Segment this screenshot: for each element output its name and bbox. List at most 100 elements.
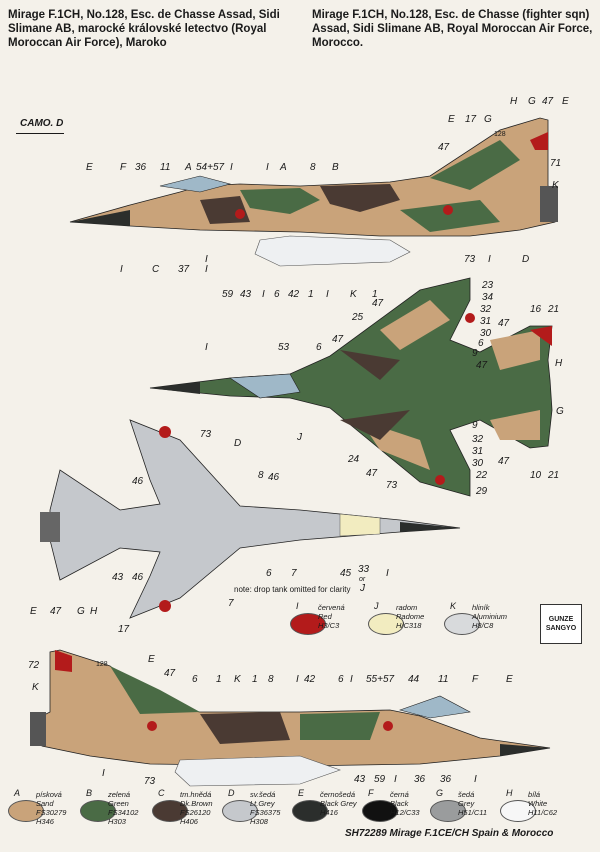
paint-letter: B <box>86 788 93 798</box>
callout: I <box>102 768 105 779</box>
paint-en: Green <box>108 799 129 808</box>
paint-code: H12/C33 <box>390 808 420 817</box>
paint-cz: černošedá <box>320 790 356 799</box>
paint-code: FS34102 <box>108 808 139 817</box>
paint-letter: I <box>296 601 299 611</box>
callout: 1 <box>308 289 314 300</box>
callout: K <box>234 674 242 685</box>
paint-cz: písková <box>36 790 62 799</box>
callout: 11 <box>438 674 448 685</box>
paint-cz: radom <box>396 603 418 612</box>
callout: J <box>296 432 303 443</box>
paint-code: H11/C62 <box>528 808 558 817</box>
callout: 55+57 <box>366 674 395 685</box>
paint-swatch <box>290 613 326 635</box>
callout: D <box>522 254 529 265</box>
callout: C <box>152 264 160 275</box>
paint-en: Black Grey <box>320 799 357 808</box>
callout: 9 <box>472 348 478 359</box>
callout: 23 <box>481 280 494 291</box>
callout: 6 <box>266 568 272 579</box>
callout: G <box>484 114 492 125</box>
callout: I <box>230 162 233 173</box>
callout: I <box>266 162 269 173</box>
callout: 31 <box>480 316 491 327</box>
callout: 47 <box>476 360 488 371</box>
brand-line-2: SANGYO <box>545 625 577 632</box>
callout: 30 <box>480 328 492 339</box>
callout: E <box>86 162 93 173</box>
callout: 46 <box>132 572 144 583</box>
paint-en: Sand <box>36 799 54 808</box>
callout: I <box>394 774 397 785</box>
callout: E <box>506 674 513 685</box>
callout: 1 <box>216 674 222 685</box>
callout: 47 <box>438 142 450 153</box>
callout: 21 <box>547 304 559 315</box>
callout: K <box>32 682 40 693</box>
callout: A <box>184 162 192 173</box>
side-view-bottom <box>30 649 551 787</box>
callout: 54+57 <box>196 162 225 173</box>
callout: 22 <box>475 470 488 481</box>
paint-letter: E <box>298 788 305 798</box>
paint-cz: šedá <box>458 790 475 799</box>
paint-cz: tm.hnědá <box>180 790 212 799</box>
callout: K <box>350 289 358 300</box>
callout: I <box>474 774 477 785</box>
callout: 42 <box>288 289 300 300</box>
callout: 128 <box>494 131 506 138</box>
callout: 10 <box>530 470 542 481</box>
callout: 36 <box>440 774 452 785</box>
paint-code2: H346 <box>36 817 54 826</box>
callout: J <box>359 583 366 594</box>
callouts-side2: E 47 G H 17 72 E 47 K 6 1 K 1 8 I 42 6 I… <box>28 606 513 787</box>
callout: 46 <box>132 476 144 487</box>
paint-code: H3/C3 <box>318 621 340 630</box>
callout: 7 <box>228 598 234 609</box>
header-left: Mirage F.1CH, No.128, Esc. de Chasse Ass… <box>8 9 280 49</box>
callout: E <box>148 654 155 665</box>
callout: 47 <box>542 96 554 107</box>
callout: I <box>296 674 299 685</box>
paint-letter: H <box>506 788 513 798</box>
header-right: Mirage F.1CH, No.128, Esc. de Chasse (fi… <box>312 9 593 49</box>
paint-en: Red <box>318 612 332 621</box>
paint-swatch <box>292 800 328 822</box>
callout: 73 <box>144 776 156 787</box>
callout: 47 <box>366 468 378 479</box>
paint-letter: J <box>374 601 379 611</box>
callouts-top: 53 6 I J 25 47 47 24 47 73 22 29 23 34 3… <box>205 280 564 497</box>
paint-letter: G <box>436 788 444 798</box>
callout: 43 <box>112 572 124 583</box>
top-view <box>149 277 553 497</box>
callout: 46 <box>268 472 280 483</box>
callout: 25 <box>351 312 364 323</box>
paint-letter: C <box>158 788 165 798</box>
paint-swatch <box>152 800 188 822</box>
callout: I <box>488 254 491 265</box>
callout: H <box>510 96 518 107</box>
callout: G <box>556 406 564 417</box>
callout: 29 <box>475 486 488 497</box>
paint-code: H/C318 <box>396 621 422 630</box>
callout: F <box>120 162 127 173</box>
callout: 47 <box>498 318 510 329</box>
paint-swatch <box>8 800 44 822</box>
paint-code: FS36375 <box>250 808 281 817</box>
paint-en: White <box>528 799 548 808</box>
camo-label: CAMO. D <box>20 118 64 129</box>
paint-code: H51/C11 <box>458 808 488 817</box>
paint-code: FS26120 <box>180 808 211 817</box>
callout: 44 <box>408 674 420 685</box>
callout: A <box>279 162 287 173</box>
paint-en: Radome <box>396 612 425 621</box>
paint-code2: H308 <box>250 817 268 826</box>
callout: 11 <box>160 162 170 173</box>
